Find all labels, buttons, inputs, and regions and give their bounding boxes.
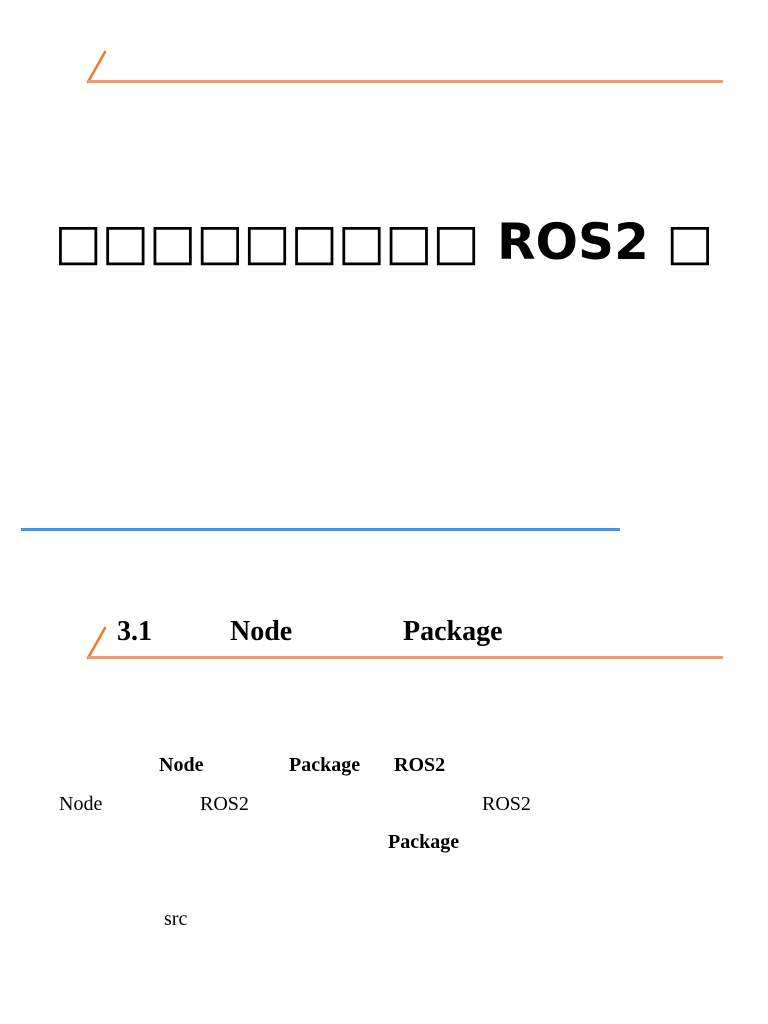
body-line2-ros2-b: ROS2 — [482, 793, 531, 815]
top-divider — [88, 80, 723, 83]
section-divider — [88, 656, 723, 659]
body-line1-package: Package — [289, 754, 361, 776]
body-line1-node: Node — [159, 754, 204, 776]
body-line3-package: Package — [388, 831, 460, 853]
body-line2-node: Node — [59, 793, 103, 815]
body-line4-src: src — [164, 908, 188, 930]
section-word-package: Package — [403, 616, 503, 647]
body-line1-ros2: ROS2 — [394, 754, 446, 776]
section-word-node: Node — [230, 616, 293, 647]
blue-divider — [21, 528, 620, 531]
top-slash-icon — [86, 50, 107, 84]
section-slash-icon — [86, 626, 107, 660]
page-title: □□□□□□□□□ ROS2 □ — [54, 213, 714, 271]
section-number: 3.1 — [117, 616, 152, 647]
body-line2-ros2-a: ROS2 — [200, 793, 249, 815]
